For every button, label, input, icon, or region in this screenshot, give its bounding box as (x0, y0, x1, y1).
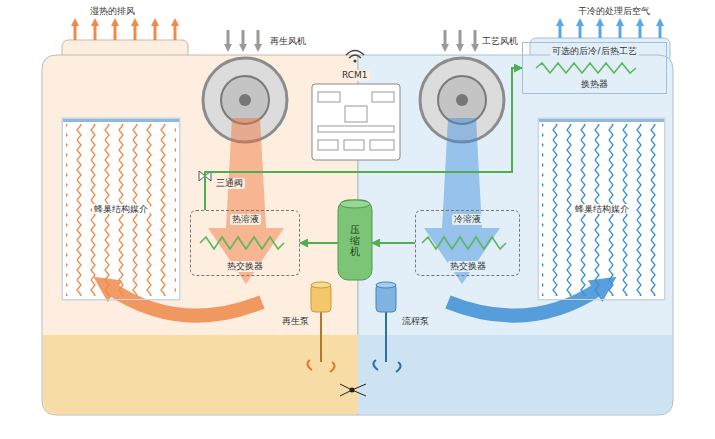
node-text: 冷溶液 (452, 214, 483, 225)
honeycomb-media: 蜂巢结构媒介 (62, 118, 180, 300)
valve-label: 三通阀 (214, 178, 245, 189)
heat-exchanger: 冷溶液热交换器 (415, 210, 520, 276)
pump-label: 流程泵 (400, 316, 431, 327)
heat-exchanger: 热溶液热交换器 (190, 210, 300, 276)
node-text: 热交换器 (448, 261, 488, 272)
supply-air-label: 干冷的处理后空气 (576, 6, 652, 17)
exhaust-label: 湿热的排风 (88, 6, 137, 17)
post-process-exchanger: 可选的后冷/后热工艺换热器 (522, 42, 667, 94)
pump-label: 再生泵 (280, 316, 311, 327)
refrigerant-line (300, 242, 338, 244)
refrigerant-line (205, 68, 522, 210)
node-text: 蜂巢结构媒介 (92, 204, 150, 215)
node-text: 可选的后冷/后热工艺 (550, 46, 638, 57)
node-text: 热交换器 (225, 261, 265, 272)
compressor: 压缩机 (338, 200, 372, 280)
honeycomb-media: 蜂巢结构媒介 (538, 118, 665, 300)
fan-label: 工艺风机 (480, 36, 520, 47)
node-text: 蜂巢结构媒介 (573, 204, 631, 215)
controller-label: RCM1 (340, 70, 370, 81)
node-text: 热溶液 (230, 214, 261, 225)
node-text: 换热器 (579, 79, 610, 90)
fan-label: 再生风机 (268, 36, 308, 47)
node-text: 压缩机 (350, 224, 360, 257)
refrigerant-line (372, 242, 415, 244)
